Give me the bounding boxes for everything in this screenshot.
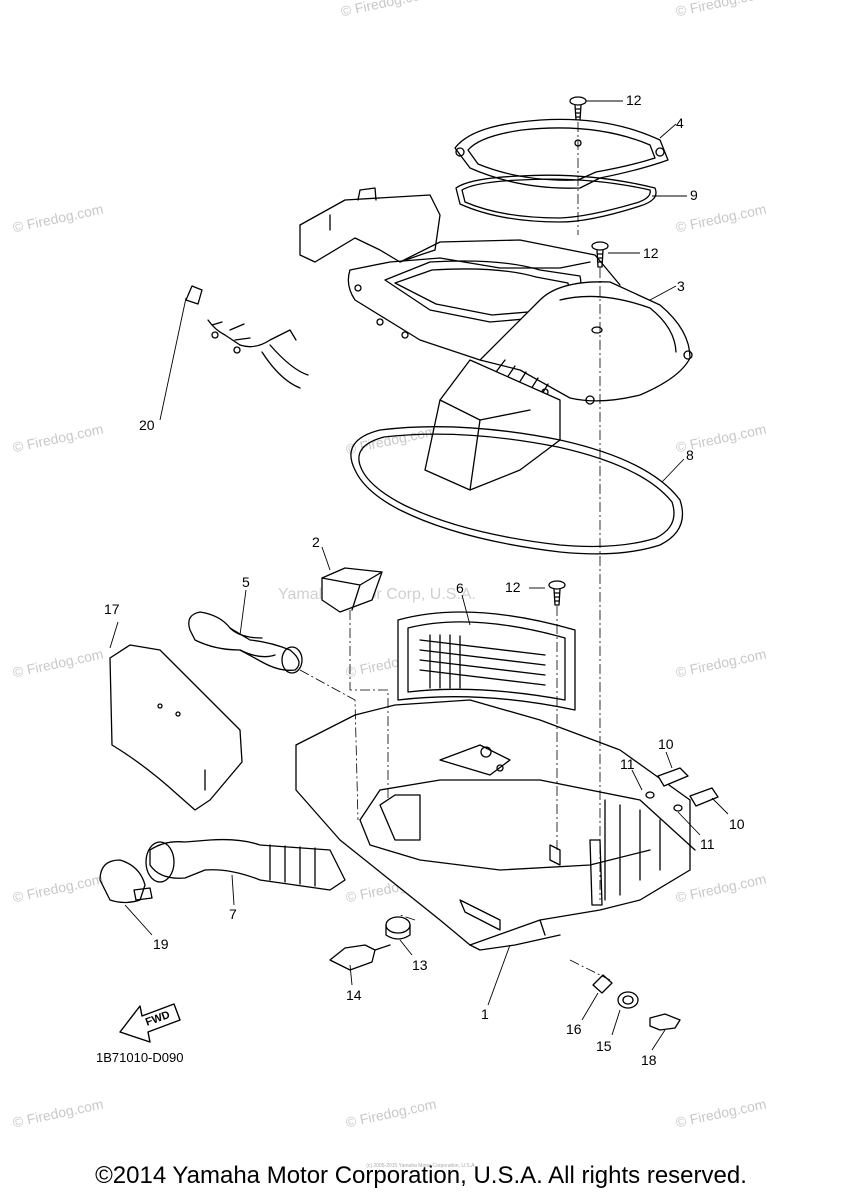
part-15-bushing: [617, 991, 639, 1009]
part-1-airbox-base: [295, 699, 696, 951]
part-4-cover-plate: [454, 118, 669, 189]
part-16-collar: [592, 974, 613, 994]
callout-11-upper: 11: [620, 756, 635, 772]
diagram-code: 1B71010-D090: [96, 1050, 184, 1065]
callout-7: 7: [229, 906, 237, 922]
callout-15: 15: [596, 1038, 612, 1054]
part-20-sensor: [185, 285, 309, 389]
tiny-copyright-note: (c) 2005-2015 Yamaha Motor Corporation, …: [366, 1163, 476, 1169]
part-7-intake-duct: [145, 838, 346, 891]
part-5-hose: [188, 611, 303, 674]
callout-8: 8: [686, 447, 694, 463]
callout-17: 17: [104, 601, 120, 617]
callout-10-lower: 10: [729, 816, 745, 832]
callout-1: 1: [481, 1006, 489, 1022]
callout-13: 13: [412, 957, 428, 973]
leader-lines: [109, 100, 729, 1051]
callout-2: 2: [312, 534, 320, 550]
callout-5: 5: [242, 574, 250, 590]
callout-12-top: 12: [626, 92, 642, 108]
part-14-fitting: [329, 944, 391, 971]
part-10-fitting-lower: [689, 787, 719, 807]
part-12-screw-top: [569, 96, 587, 121]
callout-9: 9: [690, 187, 698, 203]
part-18-bolt: [649, 1013, 681, 1031]
callout-10-upper: 10: [658, 736, 674, 752]
callout-20: 20: [139, 417, 155, 433]
part-13-grommet: [385, 916, 411, 940]
part-19-clamp: [99, 859, 153, 904]
callout-18: 18: [641, 1052, 657, 1068]
upper-frame: [299, 187, 621, 361]
part-9-gasket: [455, 174, 657, 223]
callout-4: 4: [676, 115, 684, 131]
part-3-upper-cover: [424, 281, 693, 491]
part-11-ring-upper: [645, 791, 655, 799]
part-12-screw-lower: [548, 580, 566, 606]
callout-3: 3: [677, 278, 685, 294]
callout-12-lower: 12: [505, 579, 521, 595]
callout-16: 16: [566, 1021, 582, 1037]
callout-14: 14: [346, 987, 362, 1003]
forward-arrow-icon: FWD: [119, 1003, 181, 1043]
callout-19: 19: [153, 936, 169, 952]
part-6-filter: [397, 611, 576, 711]
part-17-plate: [109, 644, 243, 811]
part-11-ring-lower: [673, 804, 683, 812]
callout-12-mid: 12: [643, 245, 659, 261]
part-10-fitting-upper: [657, 767, 689, 787]
part-8-large-gasket: [350, 426, 684, 555]
alignment-lines: [299, 122, 611, 981]
copyright-footer: ©2014 Yamaha Motor Corporation, U.S.A. A…: [95, 1162, 747, 1189]
part-2-small-box: [321, 567, 383, 613]
callout-11-lower: 11: [700, 836, 715, 852]
callout-6: 6: [456, 580, 464, 596]
